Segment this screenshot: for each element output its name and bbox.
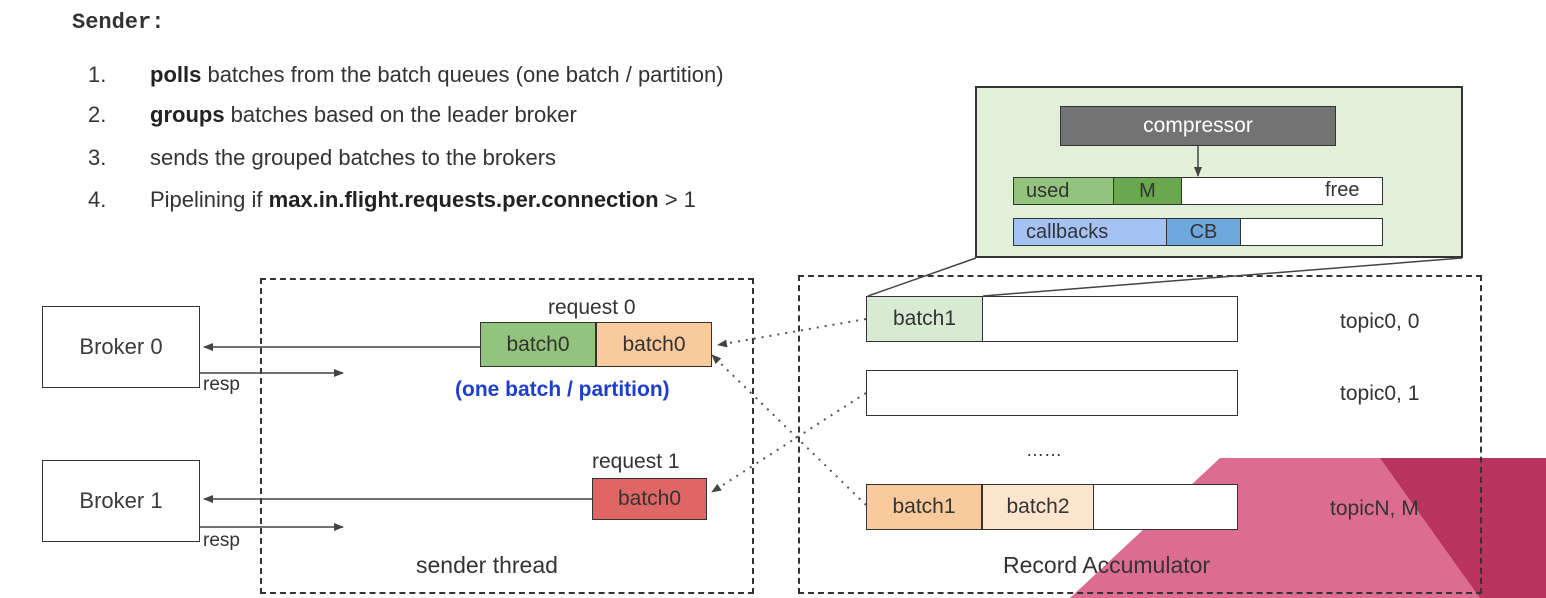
broker-label: Broker 0 [79,334,163,359]
step-text: batches based on the leader broker [224,102,577,127]
partition-queue-topic0-1 [866,370,1238,416]
request-0-label: request 0 [548,296,636,319]
dark-pink-triangle [1380,458,1546,598]
queue-batch: batch1 [866,296,983,342]
step-keyword: polls [150,62,202,87]
callbacks-segment: callbacks [1013,218,1167,246]
request-1-batch: batch0 [592,478,707,520]
resp-label: resp [203,530,240,551]
step-keyword: max.in.flight.requests.per.connection [268,187,659,212]
queue-batch: batch1 [866,484,982,530]
topic-label: topicN, M [1330,497,1419,520]
ellipsis: …… [1026,440,1062,460]
request-0-batch: batch0 [596,322,712,367]
step-1: 1. polls batches from the batch queues (o… [88,62,724,88]
m-segment: M [1113,177,1182,205]
request-0-batch: batch0 [480,322,596,367]
step-3: 3. sends the grouped batches to the broke… [88,145,556,171]
step-2: 2. groups batches based on the leader bro… [88,102,577,128]
step-text: batches from the batch queues (one batch… [201,62,724,87]
step-number: 3. [88,145,107,170]
resp-label: resp [203,374,240,395]
request-1-label: request 1 [592,450,680,473]
heading: Sender: [72,10,165,35]
sender-thread-label: sender thread [416,552,558,578]
broker-1: Broker 1 [42,460,200,542]
partition-note: (one batch / partition) [455,378,670,401]
free-label: free [1325,179,1360,201]
step-number: 4. [88,187,107,212]
step-number: 2. [88,102,107,127]
step-text: Pipelining if [150,187,269,212]
record-accumulator-label: Record Accumulator [1003,552,1211,578]
used-segment: used [1013,177,1114,205]
compressor-box: compressor [1060,106,1336,146]
queue-batch: batch2 [982,484,1094,530]
cb-segment: CB [1166,218,1241,246]
step-4: 4. Pipelining if max.in.flight.requests.p… [88,187,696,213]
topic-label: topic0, 0 [1340,310,1420,333]
step-tail: > 1 [658,187,696,212]
step-number: 1. [88,62,107,87]
broker-label: Broker 1 [79,488,163,513]
topic-label: topic0, 1 [1340,382,1420,405]
broker-0: Broker 0 [42,306,200,388]
step-text: sends the grouped batches to the brokers [150,145,557,170]
step-keyword: groups [150,102,225,127]
